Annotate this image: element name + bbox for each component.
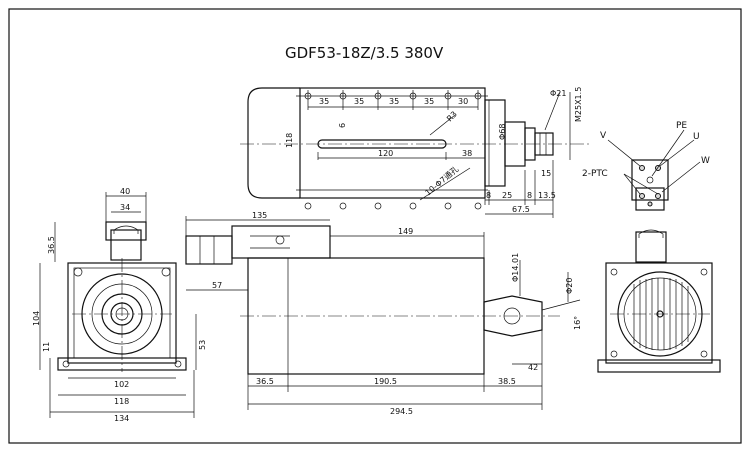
connector-pinout: V PE U W 2-PTC — [582, 121, 710, 211]
side-plug — [185, 235, 233, 265]
dim-holes-note: 10-Φ7通孔 — [423, 164, 460, 198]
dim-shaft-diameter: Φ14.01 — [511, 253, 520, 282]
dim-end-13-5: 13.5 — [538, 191, 556, 200]
dim-nose-42: 42 — [528, 363, 538, 372]
dim-nose-length: 15 — [541, 169, 551, 178]
front-plug — [110, 229, 142, 261]
dim-thread: M25X1.5 — [574, 87, 583, 122]
dim-spacing-3: 35 — [389, 97, 399, 106]
dim-front-top-width: 40 — [120, 187, 130, 196]
dim-body-diameter: Φ68 — [498, 124, 507, 140]
dim-width-118: 118 — [114, 397, 129, 406]
dim-nose-diameter: Φ21 — [550, 89, 566, 98]
dim-slot-length: 120 — [378, 149, 393, 158]
dim-end-25: 25 — [502, 191, 512, 200]
side-view: 135 149 57 Φ14.01 Φ20 16° 36.5 190.5 38.… — [185, 211, 582, 416]
rear-view — [597, 229, 721, 373]
dim-front-height: 104 — [32, 311, 41, 326]
dim-slot-to-end: 38 — [462, 149, 472, 158]
drawing-title: GDF53-18Z/3.5 380V — [285, 44, 444, 62]
dim-side-total: 294.5 — [390, 407, 413, 416]
dim-cone-angle: 16° — [573, 316, 582, 330]
mount-holes-top — [304, 92, 482, 210]
dim-width-102: 102 — [114, 380, 129, 389]
dim-left-segment: 36.5 — [256, 377, 274, 386]
pin-label-u: U — [693, 132, 700, 142]
dim-width-134: 134 — [114, 414, 129, 423]
dim-collet-diameter: Φ20 — [565, 278, 574, 294]
dim-mid-segment: 190.5 — [374, 377, 397, 386]
dim-plug-length: 135 — [252, 211, 267, 220]
mounting-slot — [317, 139, 447, 149]
rear-plug — [635, 231, 667, 263]
rear-cap — [247, 87, 300, 199]
dim-spacing-5: 30 — [458, 97, 468, 106]
front-view: 40 34 36.5 104 11 53 102 118 134 — [32, 187, 207, 423]
dim-spacing-4: 35 — [424, 97, 434, 106]
dim-base-height: 11 — [42, 342, 51, 352]
dim-spacing-1: 35 — [319, 97, 329, 106]
pin-label-w: W — [701, 156, 710, 166]
dim-spacing-2: 35 — [354, 97, 364, 106]
dim-end-8b: 8 — [527, 191, 532, 200]
pin-label-v: V — [600, 131, 607, 141]
rear-housing — [605, 262, 713, 364]
dim-top-total: 67.5 — [512, 205, 530, 214]
frame-border — [8, 8, 742, 444]
rear-fan-grille — [633, 278, 689, 350]
top-view: 35 35 35 35 30 118 120 38 6 R3 10-Φ7通孔 Φ… — [240, 87, 592, 218]
dim-center-height: 53 — [198, 340, 207, 350]
dim-right-segment: 38.5 — [498, 377, 516, 386]
dim-plug-height: 36.5 — [47, 236, 56, 254]
dim-front-inner-width: 34 — [120, 203, 130, 212]
dim-body-length: 149 — [398, 227, 413, 236]
pin-label-ptc: 2-PTC — [582, 169, 608, 179]
dim-left-height: 118 — [285, 133, 294, 148]
dim-slot-width: 6 — [338, 123, 347, 128]
dim-end-8: 8 — [486, 191, 491, 200]
pin-label-pe: PE — [676, 121, 687, 131]
connector-body — [631, 159, 669, 201]
dim-plug-offset: 57 — [212, 281, 222, 290]
